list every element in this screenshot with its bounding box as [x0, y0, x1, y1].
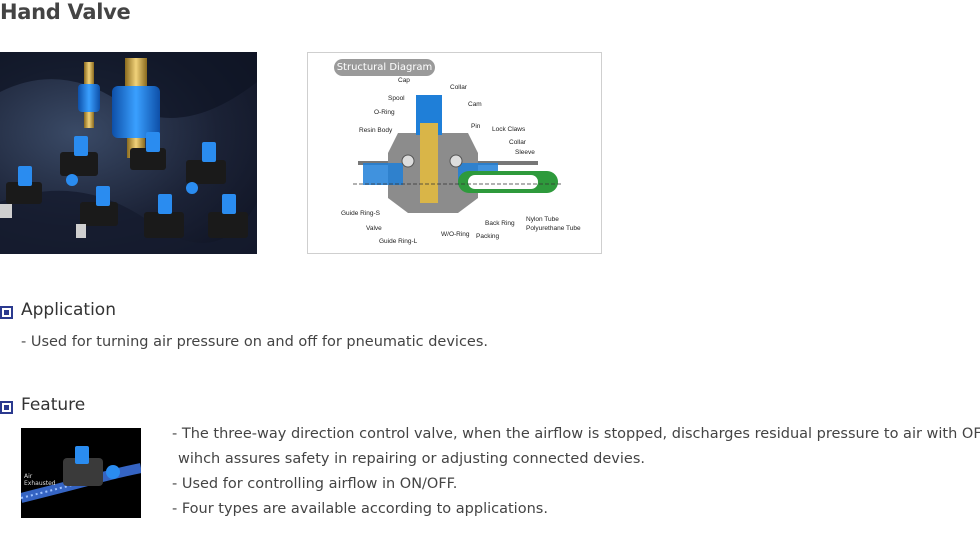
label-guide-ring-s: Guide Ring-S — [341, 210, 381, 217]
label-polyurethane-tube: Polyurethane Tube — [526, 225, 581, 232]
feature-bullet-1: - The three-way direction control valve,… — [172, 426, 980, 442]
label-collar-top: Collar — [450, 84, 467, 91]
application-heading: Application — [21, 300, 116, 320]
feature-bullet-2: - Used for controlling airflow in ON/OFF… — [172, 476, 458, 492]
label-lock-claws: Lock Claws — [492, 126, 526, 133]
product-photo — [0, 52, 257, 254]
label-cap: Cap — [398, 77, 410, 84]
structural-diagram-badge: Structural Diagram — [334, 59, 435, 76]
application-bullet-icon — [0, 306, 13, 319]
hand-valve-product-image — [0, 52, 257, 254]
feature-bullet-1-cont: wihch assures safety in repairing or adj… — [178, 451, 645, 467]
label-o-ring: O-Ring — [374, 109, 395, 116]
feature-photo: Air Exhausted — [21, 428, 141, 518]
label-back-ring: Back Ring — [485, 220, 515, 227]
label-valve: Valve — [366, 225, 382, 232]
air-exhaust-valve-image — [21, 446, 141, 503]
label-collar: Collar — [509, 139, 526, 146]
label-sleeve: Sleeve — [515, 149, 535, 156]
application-text: - Used for turning air pressure on and o… — [21, 334, 488, 350]
label-resin-body: Resin Body — [359, 127, 393, 134]
label-guide-ring-l: Guide Ring-L — [379, 238, 418, 245]
valve-cross-section — [353, 95, 563, 213]
label-cam: Cam — [468, 101, 482, 108]
label-nylon-tube: Nylon Tube — [526, 216, 559, 223]
feature-photo-caption: Air Exhausted — [24, 473, 56, 487]
feature-bullet-3: - Four types are available according to … — [172, 501, 548, 517]
page-title: Hand Valve — [0, 0, 131, 24]
label-pin: Pin — [471, 123, 481, 130]
label-spool: Spool — [388, 95, 405, 102]
label-packing: Packing — [476, 233, 500, 240]
feature-bullets: - The three-way direction control valve,… — [172, 422, 980, 522]
feature-heading: Feature — [21, 395, 86, 415]
label-wo-ring: W/O-Ring — [441, 231, 470, 238]
structural-diagram: Structural Diagram Cap Collar Spool Cam … — [307, 52, 602, 254]
feature-bullet-icon — [0, 401, 13, 414]
